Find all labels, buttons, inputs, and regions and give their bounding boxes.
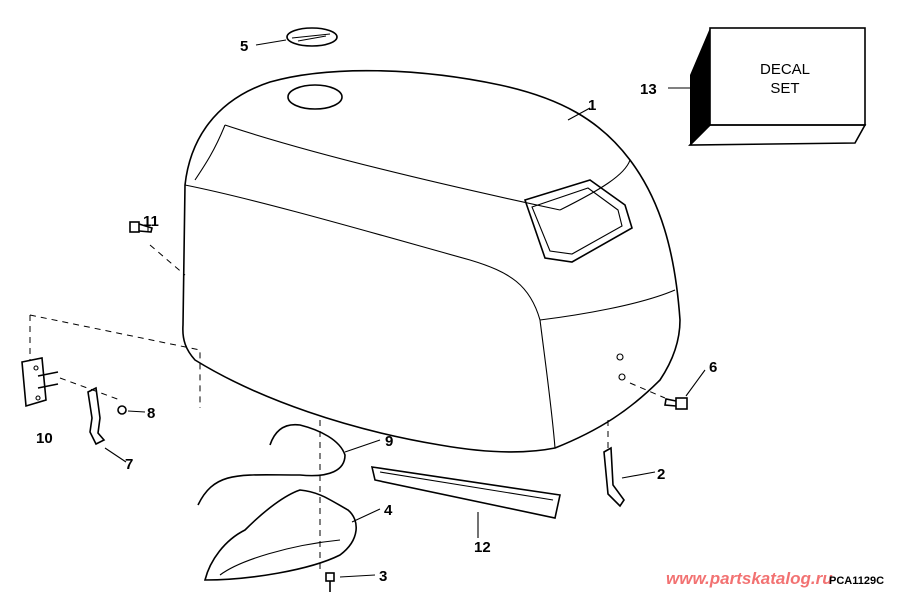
- seal-part-9: [197, 423, 346, 506]
- screw-part-6: [664, 397, 688, 410]
- screw-part-3: [325, 572, 335, 592]
- guide-lines: [29, 244, 666, 570]
- bracket-part-10: [21, 357, 59, 408]
- callout-9: 9: [385, 433, 393, 450]
- decal-line-1: DECAL: [760, 61, 810, 78]
- callout-3: 3: [379, 568, 387, 585]
- decal-set-box: [688, 27, 867, 146]
- latch-part-2: [603, 446, 625, 508]
- screw-part-11: [129, 221, 153, 233]
- leader-lines: [104, 39, 706, 578]
- callout-10: 10: [36, 430, 53, 447]
- callout-13: 13: [640, 81, 657, 98]
- callout-2: 2: [657, 466, 665, 483]
- callout-1: 1: [588, 97, 596, 114]
- nut-part-8: [117, 405, 127, 415]
- latch-part-7: [87, 386, 106, 446]
- plug-part: [286, 27, 338, 47]
- engine-cover-part: [182, 69, 681, 453]
- callout-6: 6: [709, 359, 717, 376]
- callout-8: 8: [147, 405, 155, 422]
- decal-line-2: SET: [770, 80, 799, 97]
- callout-7: 7: [125, 456, 133, 473]
- callout-11: 11: [143, 213, 159, 230]
- callout-12: 12: [474, 539, 491, 556]
- figure-code: PCA1129C: [829, 575, 884, 587]
- lower-pan-part-4: [203, 489, 357, 581]
- callout-5: 5: [240, 38, 248, 55]
- callout-4: 4: [384, 502, 393, 519]
- seal-strip-part-12: [370, 466, 561, 519]
- watermark: www.partskatalog.ru: [666, 569, 833, 588]
